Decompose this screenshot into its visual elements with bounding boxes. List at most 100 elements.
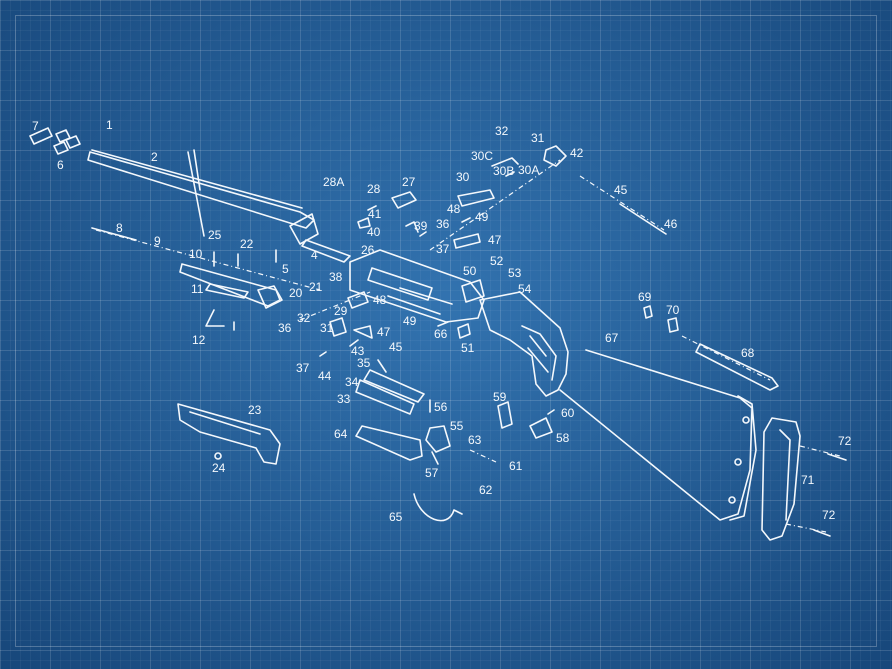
- callout-9: 9: [154, 234, 161, 248]
- callout-1: 1: [106, 118, 113, 132]
- screw-72-bottom: [813, 529, 831, 537]
- stock-hole-1: [742, 416, 750, 424]
- callout-30c: 30C: [471, 149, 494, 163]
- callout-63: 63: [468, 433, 482, 447]
- rib-support: [187, 149, 205, 237]
- part-59: [497, 401, 513, 429]
- forearm-channel: [189, 411, 261, 435]
- magazine-tube: [91, 227, 281, 307]
- callout-57: 57: [425, 466, 439, 480]
- callout-43: 43: [351, 344, 365, 358]
- stock-buttstock: [559, 349, 753, 521]
- callout-60: 60: [561, 406, 575, 420]
- barrel-lug: [289, 213, 319, 245]
- callout-34: 34: [345, 375, 359, 389]
- callout-33: 33: [337, 392, 351, 406]
- part-44: [319, 351, 327, 357]
- pin-61-axis: [469, 449, 497, 463]
- callout-38: 38: [329, 270, 343, 284]
- trigger-guard-65: [413, 493, 463, 522]
- barrel: [87, 151, 315, 229]
- part-42: [543, 145, 567, 167]
- part-47-mid: [353, 325, 373, 339]
- washer-70: [667, 317, 679, 333]
- washer-69: [643, 305, 653, 319]
- callout-37-right: 37: [436, 242, 450, 256]
- callout-64: 64: [334, 427, 348, 441]
- trigger-plate-33: [355, 379, 415, 415]
- callout-49-mid: 49: [403, 314, 417, 328]
- part-57: [431, 451, 439, 465]
- pin-46: [619, 203, 667, 235]
- callout-65: 65: [389, 510, 403, 524]
- stock-butt-face: [729, 395, 757, 521]
- callout-30: 30: [456, 170, 470, 184]
- callout-50: 50: [463, 264, 477, 278]
- stock-hole-2: [734, 458, 742, 466]
- callout-10: 10: [189, 247, 203, 261]
- callout-30a: 30A: [518, 163, 540, 177]
- callout-23: 23: [248, 403, 262, 417]
- callout-35: 35: [357, 356, 371, 370]
- callout-71: 71: [801, 473, 815, 487]
- part-24: [214, 452, 222, 460]
- part-40: [357, 217, 371, 229]
- callout-39: 39: [414, 219, 428, 233]
- pin-45-top: [579, 175, 665, 231]
- callout-21: 21: [309, 280, 323, 294]
- callout-42: 42: [570, 146, 584, 160]
- callout-28: 28: [367, 182, 381, 196]
- callout-48-top: 48: [447, 202, 461, 216]
- callout-56: 56: [434, 400, 448, 414]
- callout-6: 6: [57, 158, 64, 172]
- callout-53: 53: [508, 266, 522, 280]
- part-47-top: [453, 233, 481, 249]
- recoil-pad-inner: [779, 429, 791, 521]
- callout-72-bottom: 72: [822, 508, 836, 522]
- callout-68: 68: [741, 346, 755, 360]
- callout-27: 27: [402, 175, 416, 189]
- part-48-mid: [347, 291, 369, 309]
- trigger-plate-34: [363, 369, 425, 403]
- callout-36-left: 36: [278, 321, 292, 335]
- callout-12: 12: [192, 333, 206, 347]
- callout-46: 46: [664, 217, 678, 231]
- part-28: [367, 205, 377, 211]
- callout-40: 40: [367, 225, 381, 239]
- part-36-right: [419, 231, 427, 237]
- callout-61: 61: [509, 459, 523, 473]
- callout-70: 70: [666, 303, 680, 317]
- callout-45-top: 45: [614, 183, 628, 197]
- callout-31-mid: 31: [320, 321, 334, 335]
- callout-32-mid: 32: [297, 311, 311, 325]
- callout-8: 8: [116, 221, 123, 235]
- callout-52: 52: [490, 254, 504, 268]
- part-58: [529, 417, 553, 439]
- callout-58: 58: [556, 431, 570, 445]
- callout-67: 67: [605, 331, 619, 345]
- part-35: [377, 359, 387, 373]
- callout-30b: 30B: [493, 164, 515, 178]
- part-31-mid: [329, 317, 347, 337]
- screw-72-axis-top: [799, 445, 841, 457]
- part-60: [547, 409, 555, 415]
- callout-54: 54: [518, 282, 532, 296]
- receiver-axis: [299, 291, 371, 321]
- callout-47-top: 47: [488, 233, 502, 247]
- receiver-detail: [387, 287, 453, 315]
- barrel-rib: [91, 149, 303, 209]
- pin-12: [205, 309, 235, 331]
- receiver-port: [367, 267, 433, 301]
- callout-66: 66: [434, 327, 448, 341]
- callout-28a: 28A: [323, 175, 345, 189]
- callout-62: 62: [479, 483, 493, 497]
- screw-72-axis-bottom: [785, 523, 827, 533]
- callout-11: 11: [191, 282, 204, 296]
- part-43: [349, 339, 359, 347]
- callout-7: 7: [32, 119, 39, 133]
- callout-31-top: 31: [531, 131, 545, 145]
- callout-55: 55: [450, 419, 464, 433]
- stock-bolt-68: [695, 343, 779, 391]
- trigger-55: [425, 425, 451, 453]
